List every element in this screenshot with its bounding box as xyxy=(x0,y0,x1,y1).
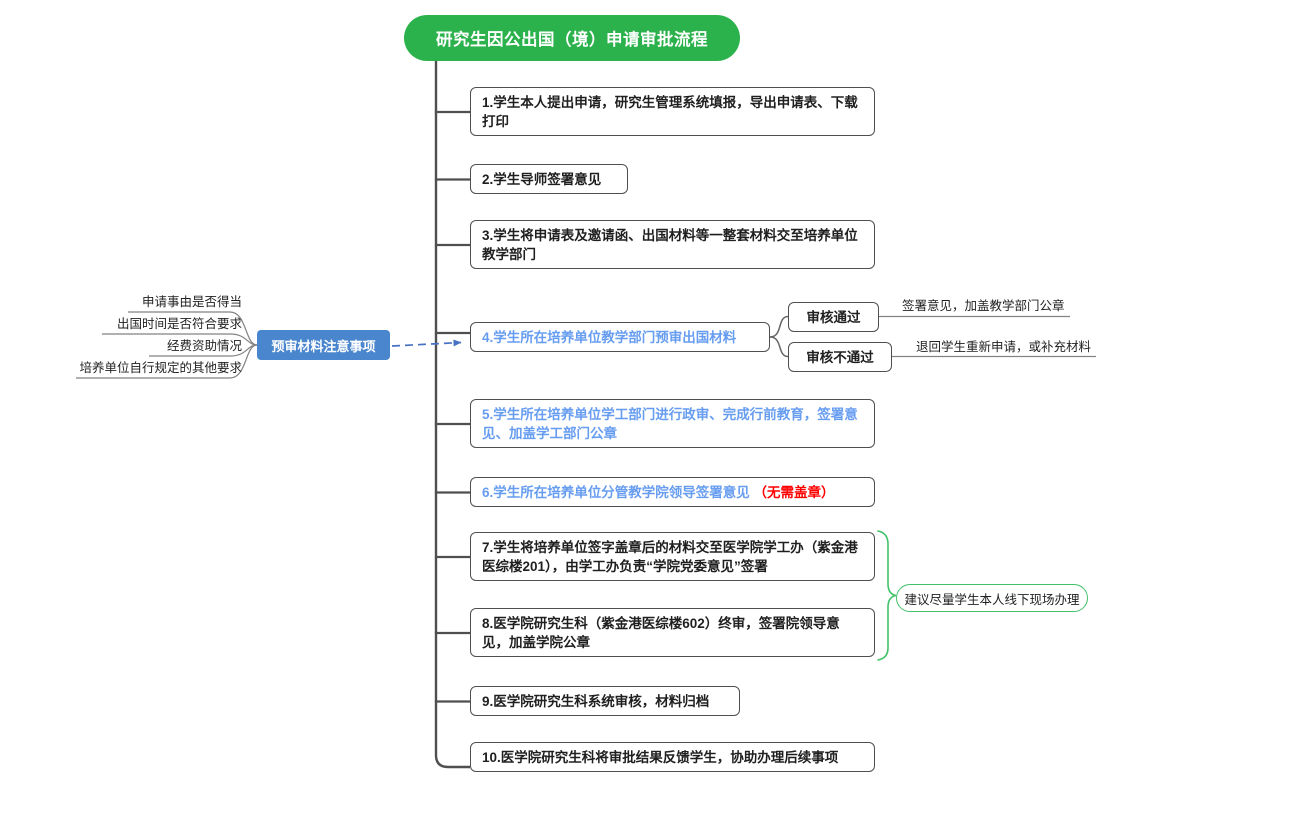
step-10-text: 10.医学院研究生科将审批结果反馈学生，协助办理后续事项 xyxy=(482,749,839,765)
step-1-box: 1.学生本人提出申请，研究生管理系统填报，导出申请表、下载打印 xyxy=(470,87,875,136)
step-1-text: 1.学生本人提出申请，研究生管理系统填报，导出申请表、下载打印 xyxy=(482,94,858,129)
step-2-text: 2.学生导师签署意见 xyxy=(482,171,602,187)
step-6-red-note: （无需盖章） xyxy=(753,484,835,500)
step-3-text: 3.学生将申请表及邀请函、出国材料等一整套材料交至培养单位教学部门 xyxy=(482,227,858,262)
step-7-box: 7.学生将培养单位签字盖章后的材料交至医学院学工办（紫金港医综楼201），由学工… xyxy=(470,532,875,581)
dashed-arrow xyxy=(391,339,462,347)
step-6-box: 6.学生所在培养单位分管教学院领导签署意见 （无需盖章） xyxy=(470,477,875,507)
review-fail-box: 审核不通过 xyxy=(788,342,892,372)
step-10-box: 10.医学院研究生科将审批结果反馈学生，协助办理后续事项 xyxy=(470,742,875,772)
fork-fail-line xyxy=(769,336,789,358)
flowchart-title: 研究生因公出国（境）申请审批流程 xyxy=(404,15,740,61)
step-9-text: 9.医学院研究生科系统审核，材料归档 xyxy=(482,693,710,709)
step-5-box: 5.学生所在培养单位学工部门进行政审、完成行前教育，签署意见、加盖学工部门公章 xyxy=(470,399,875,448)
step-9-box: 9.医学院研究生科系统审核，材料归档 xyxy=(470,686,740,716)
precheck-item-3: 经费资助情况 xyxy=(166,339,242,353)
step-4-text: 4.学生所在培养单位教学部门预审出国材料 xyxy=(482,329,737,345)
precheck-item-1: 申请事由是否得当 xyxy=(141,295,242,309)
fork-pass-line xyxy=(769,315,789,338)
precheck-parent-node: 预审材料注意事项 xyxy=(257,330,390,360)
precheck-item-4: 培养单位自行规定的其他要求 xyxy=(79,361,242,375)
spine-line xyxy=(434,61,470,769)
suggestion-annotation: 建议尽量学生本人线下现场办理 xyxy=(896,584,1088,612)
precheck-item-2: 出国时间是否符合要求 xyxy=(116,317,242,331)
review-pass-box: 审核通过 xyxy=(788,302,879,332)
step-8-text: 8.医学院研究生科（紫金港医综楼602）终审，签署院领导意见，加盖学院公章 xyxy=(482,615,840,650)
step-5-text: 5.学生所在培养单位学工部门进行政审、完成行前教育，签署意见、加盖学工部门公章 xyxy=(482,406,858,441)
step-8-box: 8.医学院研究生科（紫金港医综楼602）终审，签署院领导意见，加盖学院公章 xyxy=(470,608,875,657)
step-4-box: 4.学生所在培养单位教学部门预审出国材料 xyxy=(470,322,770,352)
step-2-box: 2.学生导师签署意见 xyxy=(470,164,628,194)
step-6-text: 6.学生所在培养单位分管教学院领导签署意见 xyxy=(482,484,754,500)
step-3-box: 3.学生将申请表及邀请函、出国材料等一整套材料交至培养单位教学部门 xyxy=(470,220,875,269)
curly-brace xyxy=(877,530,897,661)
review-pass-result: 签署意见，加盖教学部门公章 xyxy=(902,299,1065,313)
step-7-text: 7.学生将培养单位签字盖章后的材料交至医学院学工办（紫金港医综楼201），由学工… xyxy=(482,539,858,574)
review-fail-result: 退回学生重新申请，或补充材料 xyxy=(916,340,1092,354)
